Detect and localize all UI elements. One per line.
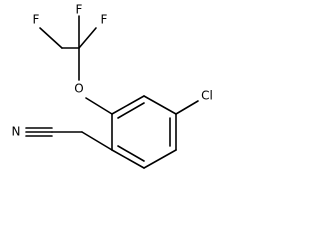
bond-f1-c [39,27,63,49]
ring-double-3 [117,145,145,162]
ring-bond-4 [143,149,177,169]
bond-ring-cl [175,100,199,115]
ring-bond-2 [143,95,177,115]
atom-o: O [74,82,83,96]
molecule-structure-diagram: F F F O Cl N [12,3,213,169]
ring-double-1 [117,102,145,119]
atom-f-left: F [33,13,40,27]
bond-f3-c [78,27,97,49]
bond-ring-ch2 [81,131,113,151]
atom-n: N [12,125,21,139]
bond-o-ring [85,97,113,115]
molecule-svg: F F F O Cl N [12,3,213,169]
atom-f-right: F [101,13,108,27]
atom-f-top: F [76,3,83,17]
ring-bond-1 [111,95,145,115]
ring-bond-5 [111,149,145,169]
atom-cl: Cl [201,89,213,103]
